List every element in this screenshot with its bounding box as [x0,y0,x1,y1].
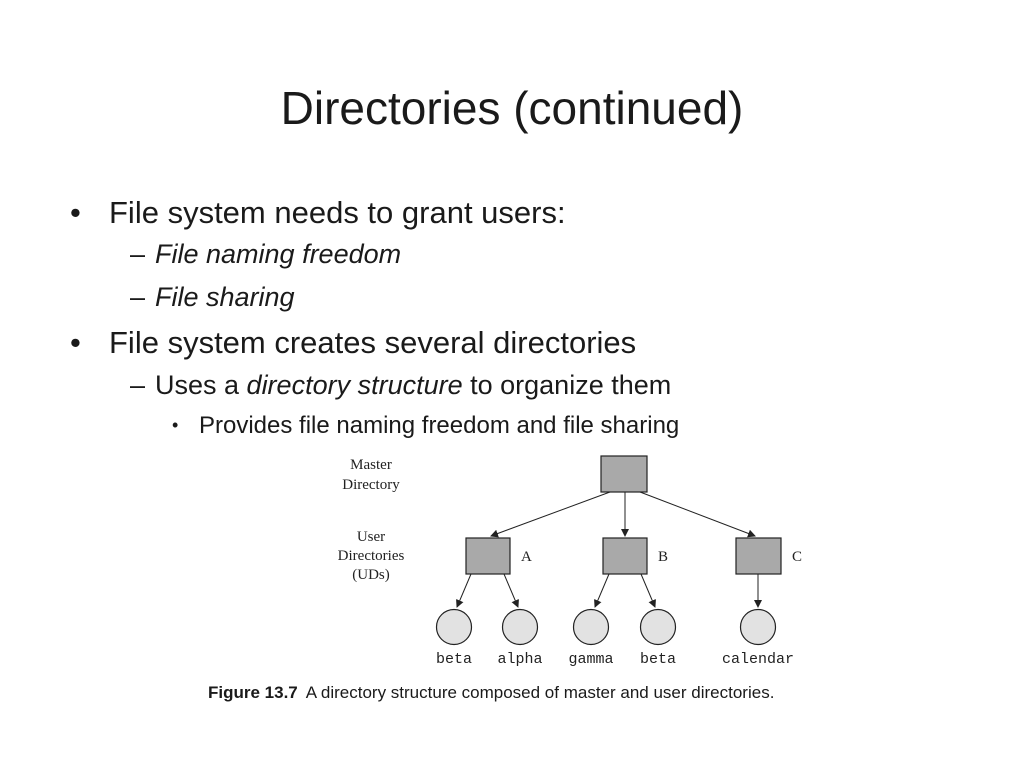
file-beta-b-circle [639,608,677,646]
sub-bullet-text: File naming freedom [155,239,402,269]
edge-a-to-beta [456,573,472,608]
file-label-calendar: calendar [722,651,794,668]
user-directories-label-line1: User [357,529,385,545]
sub-bullet-text: File sharing [155,282,295,312]
user-directory-a-label: A [521,549,532,565]
slide-title: Directories (continued) [280,82,744,134]
file-beta-a-circle [435,608,473,646]
figure-number: Figure 13.7 [208,683,298,702]
user-directory-c-box [735,537,782,575]
sub-bullet-text-post: to organize them [462,370,672,400]
edge-a-to-alpha [503,573,519,608]
file-label-beta-b: beta [640,651,676,668]
user-directories-label-line3: (UDs) [352,567,390,583]
sub-bullet-text: Uses a directory structure to organize t… [155,370,671,401]
file-gamma-circle [572,608,610,646]
user-directory-b-box [602,537,648,575]
bullet-marker: • [172,415,179,435]
sub-bullet-text-emphasis: directory structure [246,370,463,400]
user-directory-b-label: B [658,549,668,565]
file-label-alpha: alpha [497,651,542,668]
bullet-text: File system creates several directories [109,325,637,360]
dash-marker: – [130,370,146,400]
user-directory-c-label: C [792,549,802,565]
file-label-gamma: gamma [568,651,613,668]
bullet-marker: • [70,195,81,230]
bullet-marker: • [70,325,81,360]
master-directory-label-line1: Master [350,457,392,473]
edge-master-to-a [490,491,611,538]
figure-caption: Figure 13.7 A directory structure compose… [208,683,774,703]
edge-master-to-c [639,491,756,538]
dash-marker: – [130,282,146,312]
figure-caption-text: A directory structure composed of master… [305,683,775,702]
sub-bullet-text-pre: Uses a [155,370,247,400]
user-directory-a-box [465,537,511,575]
master-directory-box [600,455,648,493]
user-directories-label-line2: Directories [338,548,405,564]
file-calendar-circle [739,608,777,646]
master-directory-label-line2: Directory [342,477,400,493]
dash-marker: – [130,239,146,269]
edge-b-to-beta [640,573,656,608]
bullet-text: File system needs to grant users: [109,195,566,230]
edge-b-to-gamma [594,573,610,608]
file-label-beta-a: beta [436,651,472,668]
file-alpha-circle [501,608,539,646]
sub-sub-bullet-text: Provides file naming freedom and file sh… [199,412,680,439]
